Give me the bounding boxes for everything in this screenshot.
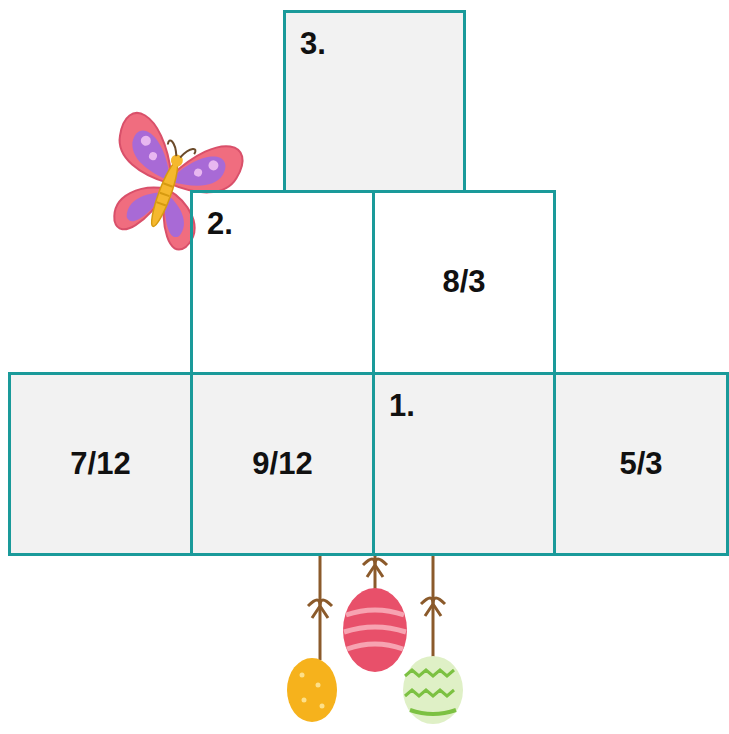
middle-box: 2. — [190, 190, 375, 375]
bottom-box: 7/12 — [8, 372, 193, 556]
bottom-box: 9/12 — [190, 372, 375, 556]
fraction-value: 5/3 — [619, 447, 662, 481]
easter-eggs — [287, 553, 463, 724]
top-box: 3. — [283, 10, 466, 193]
middle-box: 8/3 — [372, 190, 556, 375]
butterfly-illustration — [89, 109, 247, 260]
bottom-box: 1. — [372, 372, 556, 556]
fraction-value: 9/12 — [252, 447, 312, 481]
callout-number: 3. — [300, 27, 326, 61]
fraction-value: 8/3 — [442, 265, 485, 299]
callout-number: 2. — [207, 207, 233, 241]
fraction-value: 7/12 — [70, 447, 130, 481]
bottom-box: 5/3 — [553, 372, 729, 556]
callout-number: 1. — [389, 389, 415, 423]
